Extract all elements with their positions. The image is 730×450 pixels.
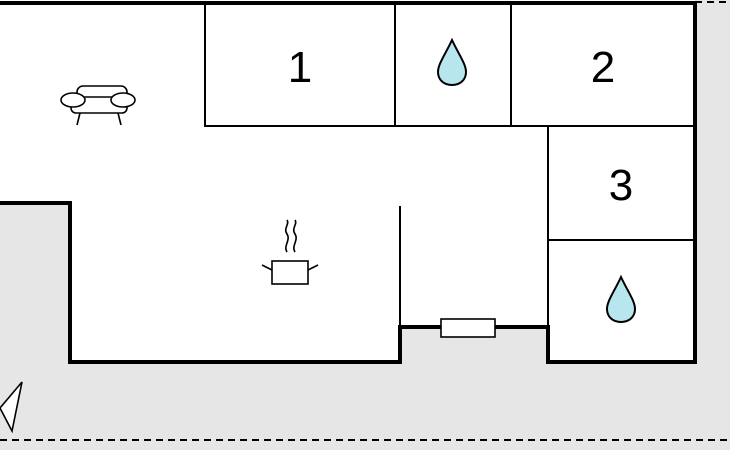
indoor-floor	[0, 0, 695, 362]
sofa-icon	[60, 85, 136, 126]
cooking-pot-icon	[261, 219, 319, 285]
water-drop-icon	[605, 274, 637, 324]
interior-walls	[204, 3, 695, 362]
room-2-label: 2	[591, 43, 615, 92]
compass-arrow-icon	[0, 381, 23, 434]
room-3-label: 3	[609, 161, 633, 210]
radiator-icon	[440, 318, 496, 338]
room-1-label: 1	[288, 43, 312, 92]
water-drop-icon	[436, 37, 468, 87]
